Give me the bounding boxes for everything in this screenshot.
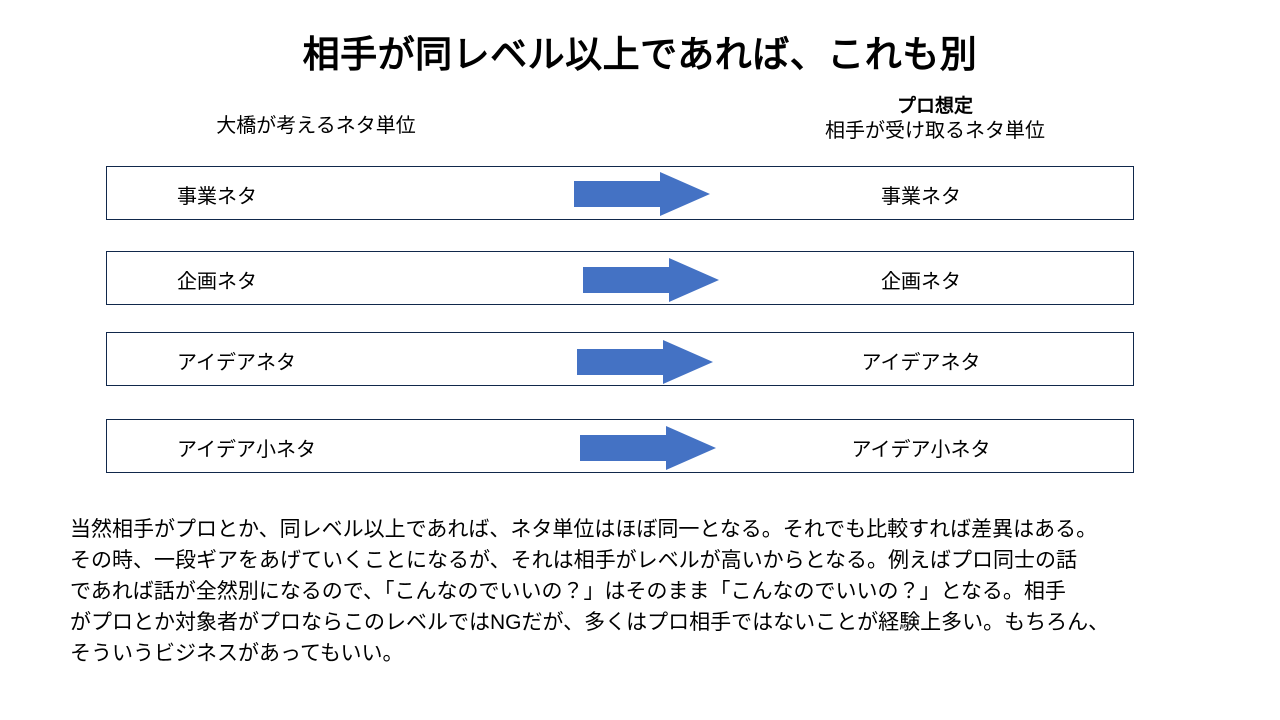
row-right-label: 企画ネタ (881, 270, 961, 293)
body-paragraph: 当然相手がプロとか、同レベル以上であれば、ネタ単位はほぼ同一となる。それでも比較… (70, 514, 1235, 669)
table-row: 事業ネタ 事業ネタ (106, 166, 1134, 220)
body-line: がプロとか対象者がプロならこのレベルではNGだが、多くはプロ相手ではないことが経… (70, 611, 1110, 634)
row-right-label: アイデア小ネタ (851, 438, 991, 461)
body-line: であれば話が全然別になるので、「こんなのでいいの？」はそのまま「こんなのでいいの… (70, 580, 1066, 603)
row-left-label: 企画ネタ (177, 270, 257, 293)
body-line: 当然相手がプロとか、同レベル以上であれば、ネタ単位はほぼ同一となる。それでも比較… (70, 518, 1098, 541)
right-arrow-icon (574, 172, 710, 216)
right-arrow-icon (580, 426, 716, 470)
right-column-header: プロ想定 相手が受け取るネタ単位 (730, 96, 1140, 143)
row-left-label: 事業ネタ (177, 185, 257, 208)
right-column-header-emphasis: プロ想定 (896, 96, 973, 117)
left-column-header: 大橋が考えるネタ単位 (216, 115, 416, 137)
body-line: そういうビジネスがあってもいい。 (70, 642, 404, 665)
right-arrow-icon (577, 340, 713, 384)
row-right-label: アイデアネタ (861, 351, 981, 374)
row-left-label: アイデア小ネタ (177, 438, 316, 461)
row-right-label: 事業ネタ (881, 185, 961, 208)
body-line: その時、一段ギアをあげていくことになるが、それは相手がレベルが高いからとなる。例… (70, 549, 1077, 572)
right-column-header-label: 相手が受け取るネタ単位 (825, 119, 1045, 142)
row-left-label: アイデアネタ (177, 351, 296, 374)
right-arrow-icon (583, 258, 719, 302)
page-title: 相手が同レベル以上であれば、これも別 (302, 34, 978, 75)
